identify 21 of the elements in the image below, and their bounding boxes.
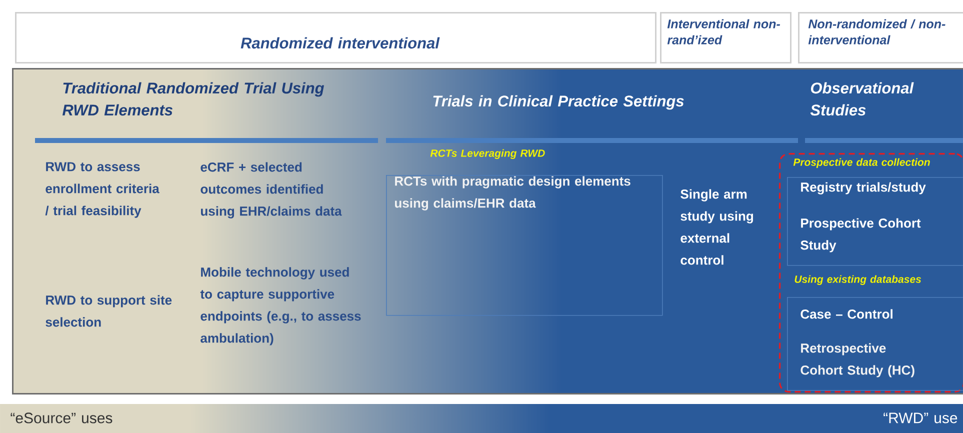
body-text: eCRF + selected outcomes identified using EHR/claims data [200,162,342,218]
band-text: “RWD” use [884,412,958,424]
body-text: RCTs with pragmatic design elements using claims/EHR data [395,176,630,210]
study-text: Retrospective Cohort Study (HC) [800,343,914,378]
section-heading: Observational Studies [810,82,914,116]
body-text: RWD to support site selection [46,295,172,327]
subheading: Using existing databases [794,275,922,285]
column-heading: Non-randomized / non-interventional [808,19,946,44]
section-heading: Trials in Clinical Practice Settings [433,95,684,110]
study-text: Prospective Cohort Study [800,218,921,252]
body-text: Mobile technology used to capture supportive endpoints (e.g., to assess ambulation) [200,267,361,346]
column-heading: Interventional non-rand’ized [667,19,780,44]
study-text: Case – Control [800,309,892,319]
study-text: Registry trials/study [801,182,926,194]
body-text: Single arm study using external control [680,189,753,265]
body-text: RWD to assess enrollment criteria / trial feasibility [45,162,160,218]
band-text: “eSource” uses [10,412,112,424]
subheading: Prospective data collection [793,158,930,168]
subheading: RCTs Leveraging RWD [430,149,545,159]
column-heading: Randomized interventional [240,37,440,49]
section-heading: Traditional Randomized Trial Using RWD Elements [62,82,324,116]
